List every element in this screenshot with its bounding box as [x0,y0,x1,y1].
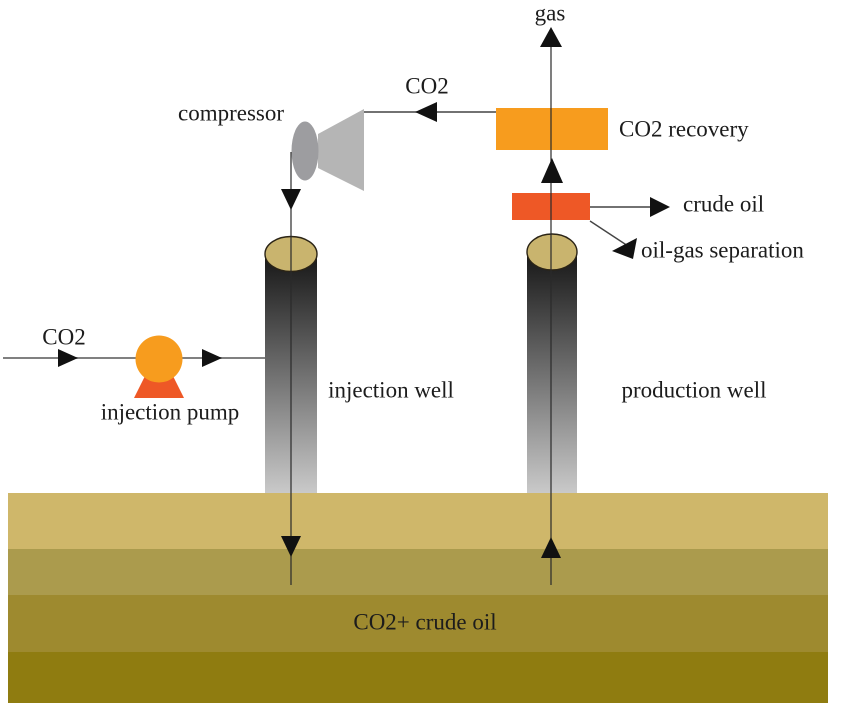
label-oil-gas-separation: oil-gas separation [641,237,804,263]
label-reservoir: CO2+ crude oil [353,609,497,635]
production-well-column [526,233,578,493]
production-well-casing [527,252,577,493]
arrow-co2-inlet-1 [58,349,78,367]
arrow-injection-underground [281,536,301,557]
co2-recovery-box [496,108,608,150]
label-compressor: compressor [177,100,285,126]
ground-layer-2 [8,549,828,595]
compressor-icon [291,109,364,191]
label-co2-recycle: CO2 [405,73,449,99]
arrow-into-injection-well [281,189,301,210]
label-co2-recovery: CO2 recovery [619,116,749,142]
ground-layer-1 [8,493,828,549]
pump-base [134,374,184,398]
compressor-cone [318,109,364,191]
arrow-co2-to-compressor [415,102,437,122]
ground-layer-3 [8,595,828,652]
label-injection-well: injection well [328,377,454,403]
label-injection-pump: injection pump [100,399,240,425]
arrow-separator-to-recovery [541,158,563,183]
separation-callout-line [589,220,629,247]
arrowheads [58,27,670,558]
ground-layer-4 [8,652,828,703]
arrow-gas-out [540,27,562,47]
pump-body [135,335,183,383]
arrow-separation-callout [612,238,637,259]
label-co2-inlet: CO2 [42,324,86,350]
arrow-co2-inlet-2 [202,349,222,367]
label-gas: gas [534,0,566,26]
injection-pump-icon [134,335,184,398]
arrow-crude-oil-out [650,197,670,217]
arrow-production-underground [541,537,561,558]
label-production-well: production well [621,377,767,403]
ground-layers [8,493,828,703]
compressor-hub [291,121,319,181]
production-wellhead-icon [526,233,578,271]
label-crude-oil: crude oil [683,191,765,217]
